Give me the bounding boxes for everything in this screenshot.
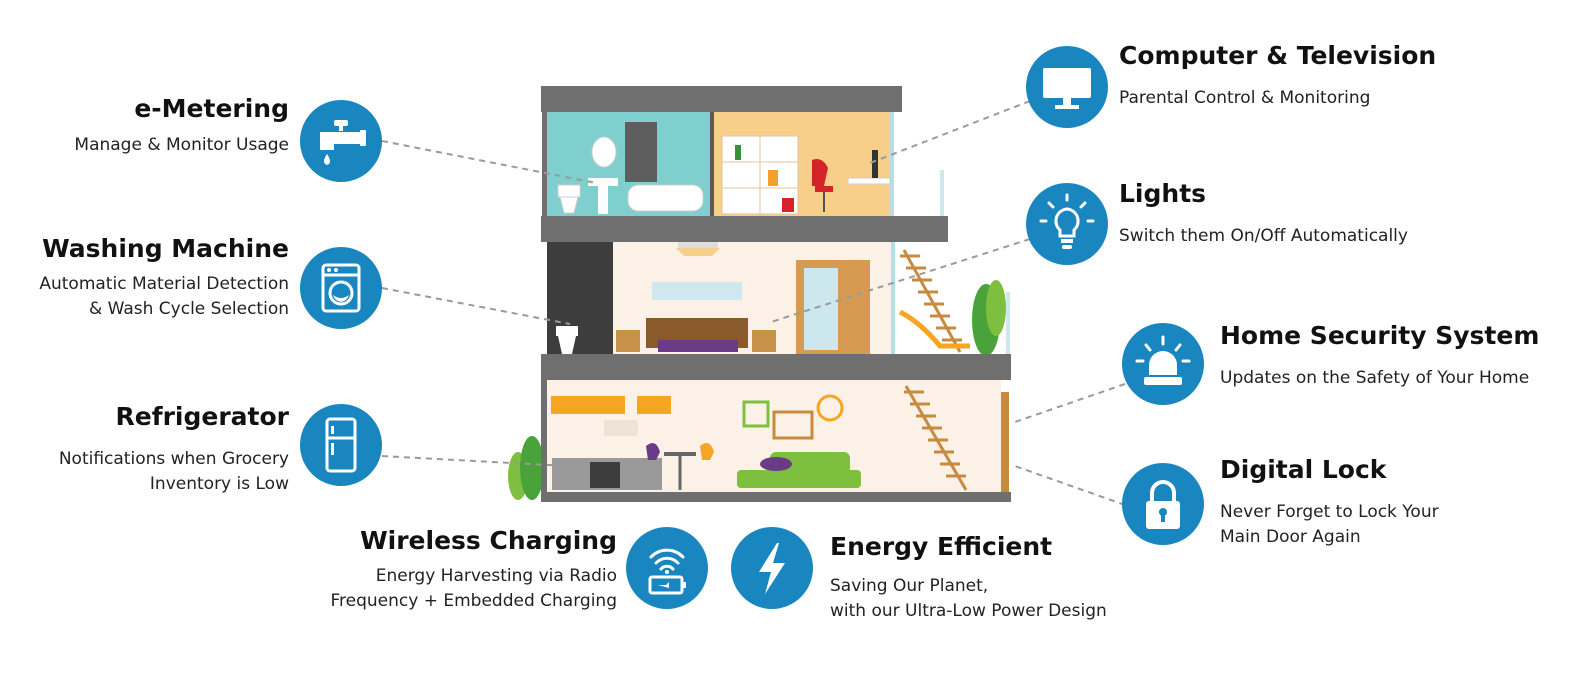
feature-washing-machine: Washing Machine Automatic Material Detec…	[39, 234, 289, 322]
feature-title: Computer & Television	[1119, 41, 1437, 70]
wireless-battery-icon	[626, 527, 708, 609]
feature-title: Refrigerator	[115, 402, 290, 431]
feature-title: e-Metering	[134, 94, 289, 123]
washing-machine-icon	[300, 247, 382, 329]
feature-desc-line: Never Forget to Lock Your	[1220, 502, 1439, 522]
feature-refrigerator: Refrigerator Notifications when Grocery …	[59, 402, 289, 497]
feature-title: Wireless Charging	[360, 526, 617, 555]
monitor-icon	[1026, 46, 1108, 128]
feature-desc-line: Notifications when Grocery	[58, 449, 289, 469]
feature-wireless-charging: Wireless Charging Energy Harvesting via …	[331, 526, 618, 614]
feature-desc-line: with our Ultra-Low Power Design	[830, 601, 1107, 621]
feature-desc-line: Energy Harvesting via Radio	[375, 566, 617, 586]
feature-desc-line: Updates on the Safety of Your Home	[1220, 368, 1530, 388]
feature-desc-line: Frequency + Embedded Charging	[330, 591, 618, 611]
padlock-icon	[1122, 463, 1204, 545]
feature-desc-line: Main Door Again	[1220, 527, 1361, 547]
alarm-siren-icon	[1122, 323, 1204, 405]
feature-title: Energy Efficient	[830, 532, 1053, 561]
water-tap-icon	[300, 100, 382, 182]
feature-title: Washing Machine	[42, 234, 289, 263]
feature-desc-line: Switch them On/Off Automatically	[1119, 226, 1408, 246]
feature-title: Home Security System	[1220, 321, 1540, 350]
feature-title: Digital Lock	[1220, 455, 1387, 484]
feature-desc-line: Parental Control & Monitoring	[1119, 88, 1371, 108]
feature-desc-line: Automatic Material Detection	[39, 274, 289, 294]
feature-desc-line: Saving Our Planet,	[830, 576, 989, 596]
refrigerator-icon	[300, 404, 382, 486]
lightning-bolt-icon	[731, 527, 813, 609]
feature-desc-line: & Wash Cycle Selection	[88, 299, 289, 319]
feature-computer-television: Computer & Television Parental Control &…	[1119, 41, 1436, 111]
feature-title: Lights	[1119, 179, 1207, 208]
feature-home-security: Home Security System Updates on the Safe…	[1220, 321, 1539, 391]
feature-digital-lock: Digital Lock Never Forget to Lock Your M…	[1220, 455, 1439, 550]
light-bulb-icon	[1026, 183, 1108, 265]
feature-lights: Lights Switch them On/Off Automatically	[1119, 179, 1408, 249]
connector-lines	[381, 100, 1126, 506]
feature-desc-line: Manage & Monitor Usage	[74, 135, 289, 155]
feature-energy-efficient: Energy Efficient Saving Our Planet, with…	[830, 532, 1107, 624]
feature-emetering: e-Metering Manage & Monitor Usage	[74, 94, 289, 158]
feature-desc-line: Inventory is Low	[149, 474, 289, 494]
